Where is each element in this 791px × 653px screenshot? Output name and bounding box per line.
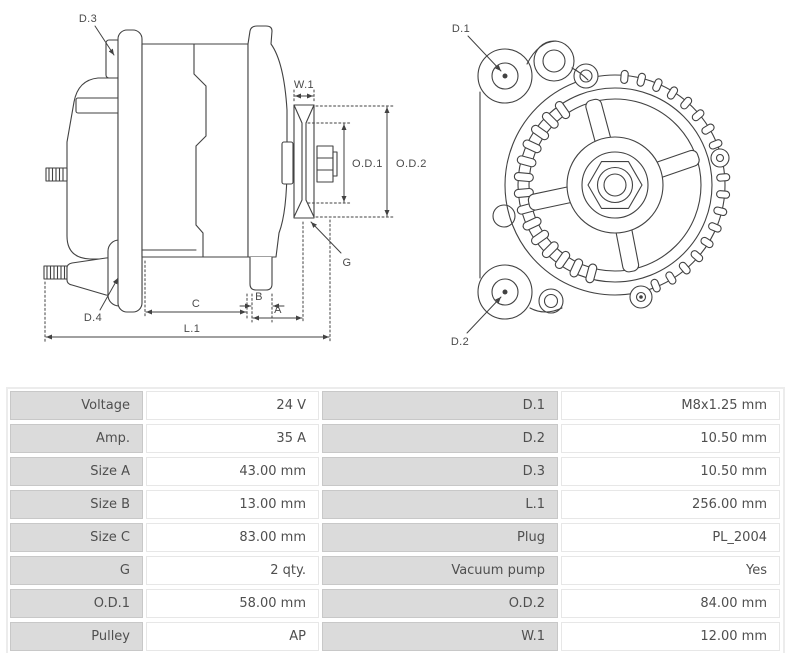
spec-value-cell: M8x1.25 mm (561, 391, 780, 420)
spec-value-cell: 13.00 mm (146, 490, 319, 519)
rear-cap (66, 77, 119, 260)
rim-ring (517, 87, 713, 283)
mount-hole-d1 (491, 62, 519, 90)
dim-d3: D.3 (79, 13, 115, 56)
spec-value-cell: 10.50 mm (561, 457, 780, 486)
pulley (293, 104, 315, 219)
spec-value-cell: 2 qty. (146, 556, 319, 585)
dim-label-d4: D.4 (84, 312, 102, 324)
rear-plate (117, 29, 143, 313)
spec-value-cell: 43.00 mm (146, 457, 319, 486)
spec-value-cell: 84.00 mm (561, 589, 780, 618)
spec-value-cell: Yes (561, 556, 780, 585)
dim-d4: D.4 (84, 277, 119, 324)
spec-label-cell: Voltage (10, 391, 143, 420)
mount-hole-d2 (491, 278, 519, 306)
dim-c: C (144, 260, 248, 319)
alternator-front-view: D.1 D.2 (451, 23, 731, 348)
spec-label-cell: Size C (10, 523, 143, 552)
dim-d2: D.2 (451, 296, 502, 348)
dim-label-d1: D.1 (452, 23, 470, 35)
shaft-nut (316, 145, 334, 183)
spec-label-cell: D.3 (322, 457, 558, 486)
front-bracket (247, 25, 288, 258)
main-body (141, 43, 249, 258)
spec-value-cell: 10.50 mm (561, 424, 780, 453)
spec-value-cell: 24 V (146, 391, 319, 420)
spec-label-cell: Plug (322, 523, 558, 552)
dim-label-b: B (255, 291, 263, 303)
spec-label-cell: D.2 (322, 424, 558, 453)
spec-value-cell: 83.00 mm (146, 523, 319, 552)
dim-l1: L.1 (44, 219, 331, 343)
dim-label-g: G (343, 257, 352, 269)
dim-od2: O.D.2 (315, 105, 427, 218)
spec-label-cell: O.D.2 (322, 589, 558, 618)
spec-label-cell: O.D.1 (10, 589, 143, 618)
spec-value-cell: 256.00 mm (561, 490, 780, 519)
dim-label-od1: O.D.1 (352, 158, 383, 170)
spec-label-cell: Size B (10, 490, 143, 519)
dim-g: G (310, 221, 352, 269)
dim-a: A (252, 221, 304, 323)
side-view-dimensions: D.3 D.4 W.1 O.D.1 O.D.2 (44, 13, 427, 343)
spec-value-cell: 35 A (146, 424, 319, 453)
spec-value-cell: 58.00 mm (146, 589, 319, 618)
spec-label-cell: L.1 (322, 490, 558, 519)
spec-value-cell: PL_2004 (561, 523, 780, 552)
dim-label-c: C (192, 298, 200, 310)
dim-label-d3: D.3 (79, 13, 97, 25)
front-foot (249, 256, 273, 291)
spec-label-cell: Vacuum pump (322, 556, 558, 585)
dim-label-w1: W.1 (294, 79, 314, 91)
dim-w1: W.1 (293, 79, 315, 104)
spec-table: Voltage 24 V D.1 M8x1.25 mm Amp. 35 A D.… (6, 387, 785, 653)
right-ear (710, 148, 730, 168)
shaft-spacer (281, 141, 294, 185)
spec-label-cell: Pulley (10, 622, 143, 651)
lower-boss (66, 257, 114, 296)
spec-label-cell: Size A (10, 457, 143, 486)
rear-slot (75, 97, 124, 114)
spec-label-cell: G (10, 556, 143, 585)
spec-value-cell: AP (146, 622, 319, 651)
spec-label-cell: D.1 (322, 391, 558, 420)
stator-ring (528, 98, 702, 272)
dim-label-od2: O.D.2 (396, 158, 427, 170)
technical-drawing: D.3 D.4 W.1 O.D.1 O.D.2 (43, 13, 731, 348)
spec-value-cell: 12.00 mm (561, 622, 780, 651)
dim-label-l1: L.1 (184, 323, 201, 335)
dim-d1: D.1 (452, 23, 502, 72)
dim-label-d2: D.2 (451, 336, 469, 348)
alternator-side-view (43, 25, 338, 313)
vent-seam (193, 43, 207, 258)
dim-label-a: A (274, 304, 282, 316)
dim-od1: O.D.1 (307, 122, 383, 204)
spec-label-cell: Amp. (10, 424, 143, 453)
spec-label-cell: W.1 (322, 622, 558, 651)
